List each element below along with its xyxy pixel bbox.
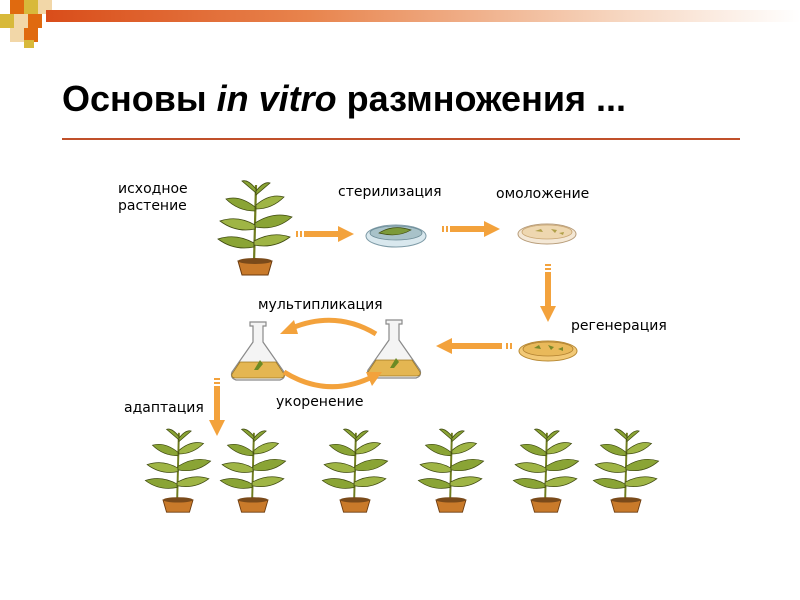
decor-square (24, 40, 34, 48)
label-source-plant: исходное растение (118, 181, 188, 215)
adapted-plant (512, 428, 580, 514)
decor-square (24, 0, 38, 14)
decor-square (24, 28, 38, 42)
arrow-to-multiplication (436, 338, 512, 354)
decor-square (0, 14, 14, 28)
cycle-arrow-bottom (282, 369, 382, 390)
decor-square (10, 0, 24, 14)
decor-square (14, 14, 28, 28)
petri-dish-rejuvenation (517, 223, 577, 245)
label-sterilization: стерилизация (338, 184, 442, 200)
decor-square (10, 28, 24, 42)
petri-dish-sterilization (365, 224, 427, 248)
label-rejuvenation: омоложение (496, 186, 590, 202)
label-source-plant-line2: растение (118, 198, 187, 214)
title-underline (62, 138, 740, 140)
arrow-to-regeneration (540, 264, 556, 322)
source-plant (216, 179, 294, 277)
title-prefix: Основы (62, 78, 217, 119)
adapted-plant (219, 428, 287, 514)
label-source-plant-line1: исходное (118, 181, 188, 197)
adapted-plant (144, 428, 212, 514)
slide-title: Основы in vitro размножения ... (62, 78, 626, 120)
header-gradient-bar (46, 10, 800, 22)
label-adaptation: адаптация (124, 400, 204, 416)
arrow-to-rejuvenation (442, 221, 500, 237)
arrow-to-adaptation (209, 378, 225, 436)
adapted-plant (592, 428, 660, 514)
label-regeneration: регенерация (571, 318, 667, 334)
title-suffix: размножения ... (336, 78, 626, 119)
title-italic: in vitro (216, 78, 337, 119)
cycle-arrow-top (280, 317, 378, 337)
label-multiplication: мультипликация (258, 297, 383, 313)
decor-square (28, 14, 42, 28)
adapted-plant (417, 428, 485, 514)
arrow-to-sterilization (296, 226, 354, 242)
petri-dish-regeneration (518, 340, 578, 362)
label-rooting: укоренение (276, 394, 364, 410)
adapted-plant (321, 428, 389, 514)
